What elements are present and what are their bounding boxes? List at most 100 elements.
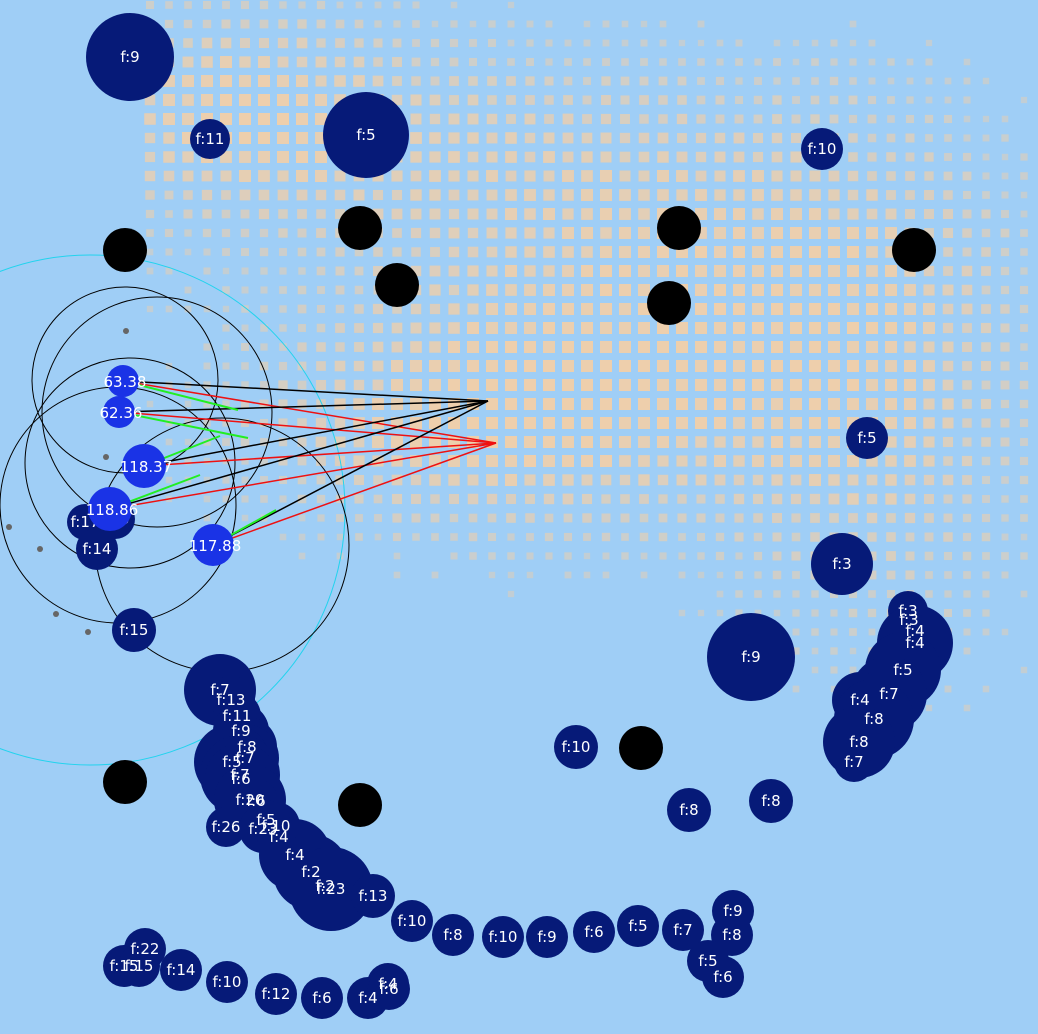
grid-cell [392,57,402,67]
grid-cell [524,227,536,239]
grid-cell [221,228,231,238]
agent-node [107,365,139,397]
grid-cell [448,322,460,334]
grid-cell [355,533,363,541]
grid-cell [448,227,460,239]
grid-cell [222,495,230,503]
grid-cell [677,494,687,504]
grid-cell [962,228,972,238]
grid-cell [792,647,800,655]
grid-cell [830,685,838,693]
grid-cell [886,570,896,580]
grid-cell [733,170,745,182]
grid-cell [334,170,346,182]
grid-cell [659,552,667,560]
grid-cell [316,361,326,371]
grid-cell [600,474,612,486]
grid-cell [619,170,631,182]
grid-cell [753,513,763,523]
food-label: f:5 [256,811,275,829]
grid-cell [241,514,249,522]
grid-cell [240,247,250,257]
grid-cell [507,590,515,598]
grid-cell [563,513,573,523]
grid-cell [885,246,897,258]
grid-cell [696,513,706,523]
grid-cell [562,436,574,448]
grid-cell [923,474,935,486]
grid-cell [923,360,935,372]
grid-cell [809,341,821,353]
grid-cell [410,113,422,125]
grid-cell [564,552,572,560]
grid-cell [811,666,819,674]
grid-cell [849,666,857,674]
grid-cell [886,190,896,200]
grid-cell [317,533,325,541]
grid-cell [315,56,327,68]
grid-cell [809,189,821,201]
grid-cell [619,208,631,220]
grid-cell [488,39,496,47]
grid-cell [353,189,365,201]
food-label: f:14 [167,961,196,979]
grid-cell [448,208,460,220]
grid-cell [828,379,840,391]
grid-cell [621,20,629,28]
grid-cell [410,303,422,315]
grid-cell [619,189,631,201]
grid-cell [411,513,421,523]
grid-cell [887,58,895,66]
grid-cell [866,246,878,258]
grid-cell [657,189,669,201]
grid-cell [487,513,497,523]
grid-cell [258,94,270,106]
grid-cell [297,228,307,238]
food-node [667,788,711,832]
grid-cell [792,39,800,47]
grid-cell [543,379,555,391]
grid-cell [714,227,726,239]
grid-cell [980,322,992,334]
grid-cell [809,417,821,429]
grid-cell [562,208,574,220]
grid-cell [296,94,308,106]
grid-cell [222,419,230,427]
grid-cell [847,341,859,353]
grid-cell [714,455,726,467]
grid-cell [924,228,934,238]
grid-cell [315,379,327,391]
grid-cell [982,153,990,161]
grid-cell [962,247,972,257]
grid-cell [184,248,192,256]
grid-cell [887,77,895,85]
grid-cell [239,151,251,163]
food-label: f:6 [584,923,603,941]
grid-cell [1020,514,1028,522]
food-node [118,945,160,987]
grid-cell [638,284,650,296]
food-node [526,916,568,958]
grid-cell [905,209,915,219]
grid-cell [448,360,460,372]
food-label: f:4 [285,846,304,864]
grid-cell [676,113,688,125]
grid-cell [562,360,574,372]
food-label: f:3 [899,611,918,629]
food-label: f:15 [110,957,139,975]
grid-cell [392,532,402,542]
grid-cell [811,58,819,66]
food-label: f:10 [262,817,291,835]
grid-cell [278,228,288,238]
grid-cell [411,494,421,504]
grid-cell [448,284,460,296]
grid-cell [961,303,973,315]
grid-cell [771,379,783,391]
grid-cell [203,476,211,484]
grid-cell [962,342,972,352]
grid-cell [866,493,878,505]
food-label: f:10 [213,973,242,991]
grid-cell [733,189,745,201]
grid-cell [962,361,972,371]
grid-cell [619,360,631,372]
